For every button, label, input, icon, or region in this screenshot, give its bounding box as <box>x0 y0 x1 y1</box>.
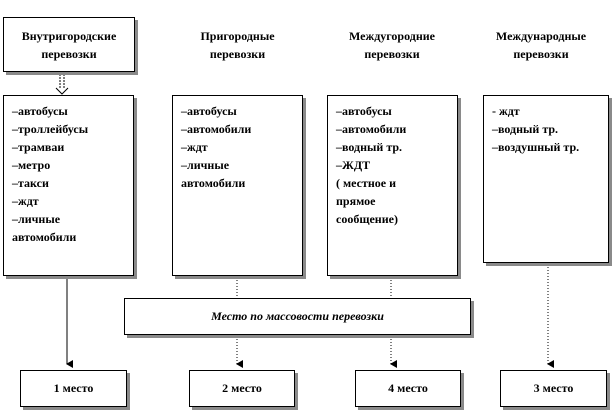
list-item: –личные <box>12 212 61 226</box>
list-item: прямое <box>336 194 376 208</box>
list-item: - ждт <box>492 104 520 118</box>
list-item: –автобусы <box>336 104 392 118</box>
list-item: –метро <box>12 158 51 172</box>
list-item: –ждт <box>181 140 208 154</box>
list-item: –такси <box>12 176 49 190</box>
double-arrow-icon <box>55 74 69 95</box>
place-box-3: 4 место <box>355 370 461 407</box>
mass-ranking-bar: Место по массовости перевозки <box>124 298 471 335</box>
place-box-4: 3 место <box>500 370 607 407</box>
mass-ranking-label: Место по массовости перевозки <box>211 309 384 323</box>
list-item: –автобусы <box>12 104 68 118</box>
list-item: –троллейбусы <box>12 122 89 136</box>
list-box-intracity: –автобусы –троллейбусы –трамваи –метро –… <box>3 95 134 276</box>
list-item: автомобили <box>181 176 246 190</box>
list-item: ( местное и <box>336 176 397 190</box>
place-box-1: 1 место <box>20 370 127 407</box>
list-item: автомобили <box>12 230 77 244</box>
list-box-international: - ждт –водный тр. –воздушный тр. <box>483 95 609 263</box>
list-item: сообщение) <box>336 212 398 226</box>
list-item: –автобусы <box>181 104 237 118</box>
place-box-2: 2 место <box>189 370 295 407</box>
list-item: –ждт <box>12 194 39 208</box>
list-item: –водный тр. <box>492 122 559 136</box>
list-box-intercity: –автобусы –автомобили –водный тр. –ЖДТ (… <box>327 95 458 276</box>
list-item: –трамваи <box>12 140 65 154</box>
list-item: –водный тр. <box>336 140 403 154</box>
list-item: –автомобили <box>336 122 407 136</box>
list-item: –ЖДТ <box>336 158 371 172</box>
list-box-suburban: –автобусы –автомобили –ждт –личные автом… <box>172 95 303 276</box>
list-item: –воздушный тр. <box>492 140 580 154</box>
list-item: –автомобили <box>181 122 252 136</box>
list-item: –личные <box>181 158 230 172</box>
